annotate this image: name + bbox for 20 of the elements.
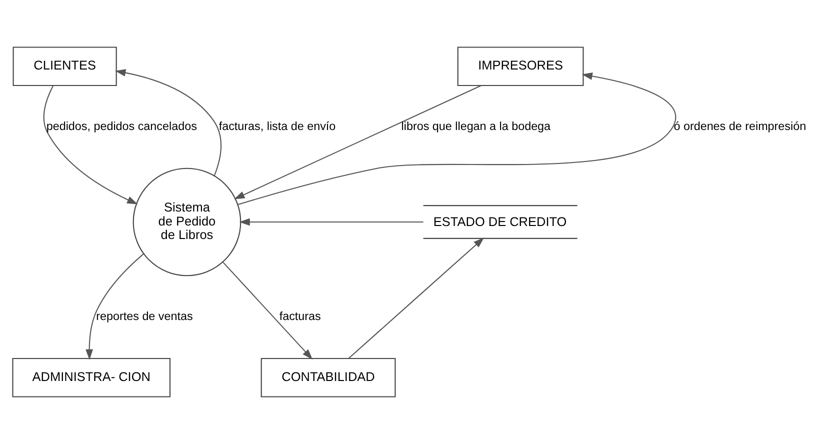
edge-label: pedidos, pedidos cancelados	[46, 119, 197, 132]
arrow	[348, 237, 484, 358]
node-text: ESTADO DE CREDITO	[433, 213, 567, 228]
edge-label: libros que llegan a la bodega	[401, 119, 551, 132]
node-box: CONTABILIDAD	[260, 357, 396, 397]
arrow	[234, 84, 482, 199]
node-box: IMPRESORES	[457, 46, 584, 86]
edge-label: ó ordenes de reimpresión	[674, 119, 806, 132]
edge-label: reportes de ventas	[96, 310, 193, 323]
edge-label: facturas, lista de envío	[218, 119, 336, 132]
arrow	[222, 261, 313, 360]
node-box: CLIENTES	[12, 46, 117, 86]
arrow	[43, 84, 138, 204]
arrow	[239, 218, 424, 226]
node-circle: Sistema de Pedido de Libros	[132, 167, 242, 276]
arrow	[115, 68, 222, 176]
edge-label: facturas	[279, 310, 321, 323]
node-box: ADMINISTRA- CION	[12, 357, 170, 397]
arrow	[238, 72, 676, 205]
arrow	[86, 253, 144, 360]
